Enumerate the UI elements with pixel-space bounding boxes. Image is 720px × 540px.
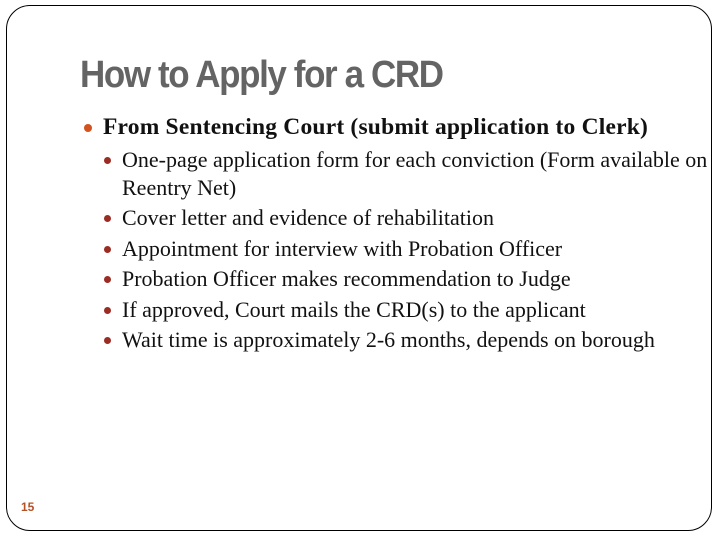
sub-bullet-cover-letter: Cover letter and evidence of rehabilitat… bbox=[103, 204, 712, 232]
sub-bullet-wait-time: Wait time is approximately 2-6 months, d… bbox=[103, 326, 712, 354]
sub-bullet-approval: If approved, Court mails the CRD(s) to t… bbox=[103, 296, 712, 324]
slide-content: From Sentencing Court (submit applicatio… bbox=[80, 113, 707, 357]
sub-bullet-text: One-page application form for each convi… bbox=[122, 147, 708, 200]
bullet-dot-icon bbox=[104, 245, 111, 253]
page-number: 15 bbox=[21, 500, 35, 514]
sub-bullet-text: Appointment for interview with Probation… bbox=[122, 235, 563, 261]
bullet-text: From Sentencing Court (submit applicatio… bbox=[103, 114, 649, 140]
sub-bullet-text: Probation Officer makes recommendation t… bbox=[122, 266, 571, 291]
slide-title: How to Apply for a CRD bbox=[80, 54, 444, 96]
sub-bullet-text: If approved, Court mails the CRD(s) to t… bbox=[122, 296, 586, 322]
sub-bullet-text: Cover letter and evidence of rehabilitat… bbox=[122, 205, 495, 230]
bullet-dot-icon bbox=[104, 157, 111, 164]
sub-bullet-application-form: One-page application form for each convi… bbox=[103, 146, 712, 201]
sub-bullet-recommendation: Probation Officer makes recommendation t… bbox=[103, 265, 712, 293]
sub-bullet-list: One-page application form for each convi… bbox=[80, 146, 707, 354]
bullet-dot-icon bbox=[104, 337, 111, 344]
sub-bullet-text: Wait time is approximately 2-6 months, d… bbox=[122, 327, 655, 352]
sub-bullet-appointment: Appointment for interview with Probation… bbox=[103, 235, 712, 263]
bullet-dot-icon bbox=[104, 276, 111, 283]
bullet-dot-icon bbox=[104, 215, 111, 222]
bullet-dot-icon bbox=[104, 306, 111, 314]
slide-frame bbox=[6, 5, 712, 531]
bullet-dot-icon bbox=[84, 124, 92, 132]
bullet-level1: From Sentencing Court (submit applicatio… bbox=[80, 113, 700, 141]
